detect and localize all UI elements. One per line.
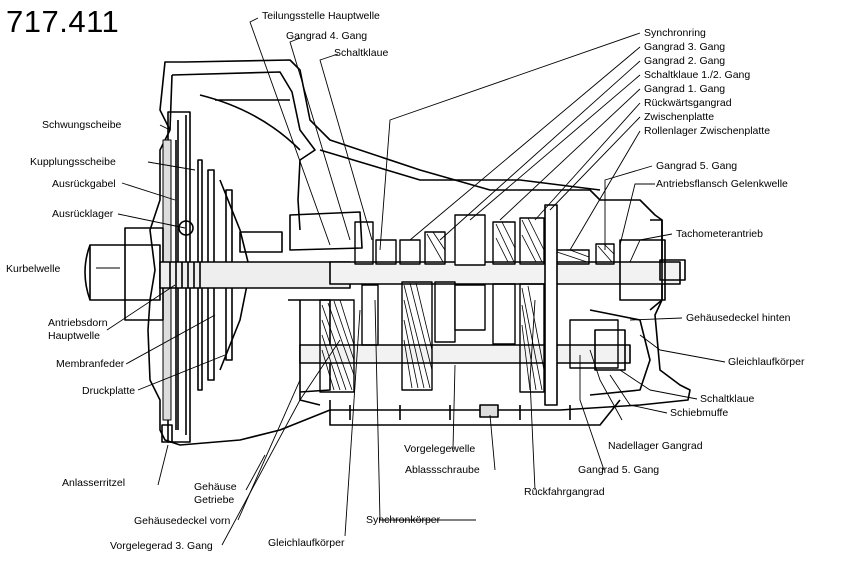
synchro-rear xyxy=(594,329,626,371)
label-rueckfahrgangrad: Rückfahrgangrad xyxy=(524,486,605,498)
release-sleeve xyxy=(239,231,283,253)
input-shaft-splines xyxy=(169,262,201,288)
label-teilungsstelle: Teilungsstelle Hauptwelle xyxy=(262,10,380,22)
label-ausrueckgabel: Ausrückgabel xyxy=(52,178,116,190)
label-gangrad-1: Gangrad 1. Gang xyxy=(644,83,726,95)
starter-pinion xyxy=(161,424,173,443)
label-antriebsdorn: Antriebsdorn xyxy=(48,317,108,329)
label-gangrad-4: Gangrad 4. Gang xyxy=(286,30,368,42)
label-gangrad-5-top: Gangrad 5. Gang xyxy=(656,160,738,172)
housing-rib xyxy=(199,94,301,151)
label-gehaeusedeckel-vorn: Gehäusedeckel vorn xyxy=(134,515,231,527)
label-gangrad-5-bottom: Gangrad 5. Gang xyxy=(578,464,660,476)
label-schiebmuffe: Schiebmuffe xyxy=(670,407,729,419)
label-anlasserritzel: Anlasserritzel xyxy=(62,477,126,489)
label-druckplatte: Druckplatte xyxy=(82,385,136,397)
output-flange xyxy=(619,239,666,301)
label-antriebsflansch: Antriebsflansch Gelenkwelle xyxy=(656,178,788,190)
lower-gears xyxy=(319,281,619,393)
label-getriebe: Getriebe xyxy=(194,494,235,506)
label-schaltklaue-12: Schaltklaue 1./2. Gang xyxy=(644,69,751,81)
crankshaft-end xyxy=(84,244,91,301)
label-schaltklaue-right: Schaltklaue xyxy=(700,393,755,405)
label-gleichlaufkoerper-bottom: Gleichlaufkörper xyxy=(268,537,345,549)
label-gangrad-3: Gangrad 3. Gang xyxy=(644,41,726,53)
label-kupplungsscheibe: Kupplungsscheibe xyxy=(30,156,116,168)
label-nadellager: Nadellager Gangrad xyxy=(608,440,703,452)
label-ablassschraube: Ablassschraube xyxy=(405,464,480,476)
gear-teeth xyxy=(321,217,615,391)
intermediate-plate xyxy=(544,204,558,406)
crankshaft-hub xyxy=(124,227,164,321)
upper-gears xyxy=(354,214,615,266)
flange-rim xyxy=(649,219,663,311)
output-shaft xyxy=(659,259,686,281)
housing-top-edge xyxy=(319,149,601,191)
label-rueckwaertsgangrad: Rückwärtsgangrad xyxy=(644,97,732,109)
case-front xyxy=(289,211,363,251)
label-rollenlager: Rollenlager Zwischenplatte xyxy=(644,125,771,137)
bell-inner-contour xyxy=(169,71,321,430)
oil-pan xyxy=(329,399,621,426)
rear-cover xyxy=(589,309,651,396)
mainshaft xyxy=(329,261,681,285)
label-vorgelegerad: Vorgelegerad 3. Gang xyxy=(110,540,213,552)
label-hauptwelle: Hauptwelle xyxy=(48,330,100,342)
label-ausruecklager: Ausrücklager xyxy=(52,208,114,220)
label-vorgelegewelle: Vorgelegewelle xyxy=(404,443,476,455)
release-bearing xyxy=(178,220,194,236)
label-gehaeuse: Gehäuse xyxy=(194,481,237,493)
label-zwischenplatte: Zwischenplatte xyxy=(644,111,715,123)
diagram-title: 717.411 xyxy=(6,4,120,39)
label-gleichlaufkoerper-right: Gleichlaufkörper xyxy=(728,356,805,368)
pan-ribs xyxy=(349,405,571,420)
drain-plug xyxy=(479,404,499,418)
label-membranfeder: Membranfeder xyxy=(56,358,125,370)
label-gehaeusedeckel-hinten: Gehäusedeckel hinten xyxy=(686,312,791,324)
bell-housing-outline xyxy=(147,59,691,446)
label-tachometer: Tachometerantrieb xyxy=(676,228,763,240)
label-gangrad-2: Gangrad 2. Gang xyxy=(644,55,726,67)
pressure-plate xyxy=(225,189,233,361)
leader-lines xyxy=(96,17,726,546)
label-kurbelwelle: Kurbelwelle xyxy=(6,263,61,275)
clutch-disc xyxy=(197,159,215,391)
label-synchronring: Synchronring xyxy=(644,27,706,39)
label-synchronkoerper: Synchronkörper xyxy=(366,514,441,526)
label-schaltklaue-top: Schaltklaue xyxy=(334,47,389,59)
label-schwungscheibe: Schwungscheibe xyxy=(42,119,122,131)
